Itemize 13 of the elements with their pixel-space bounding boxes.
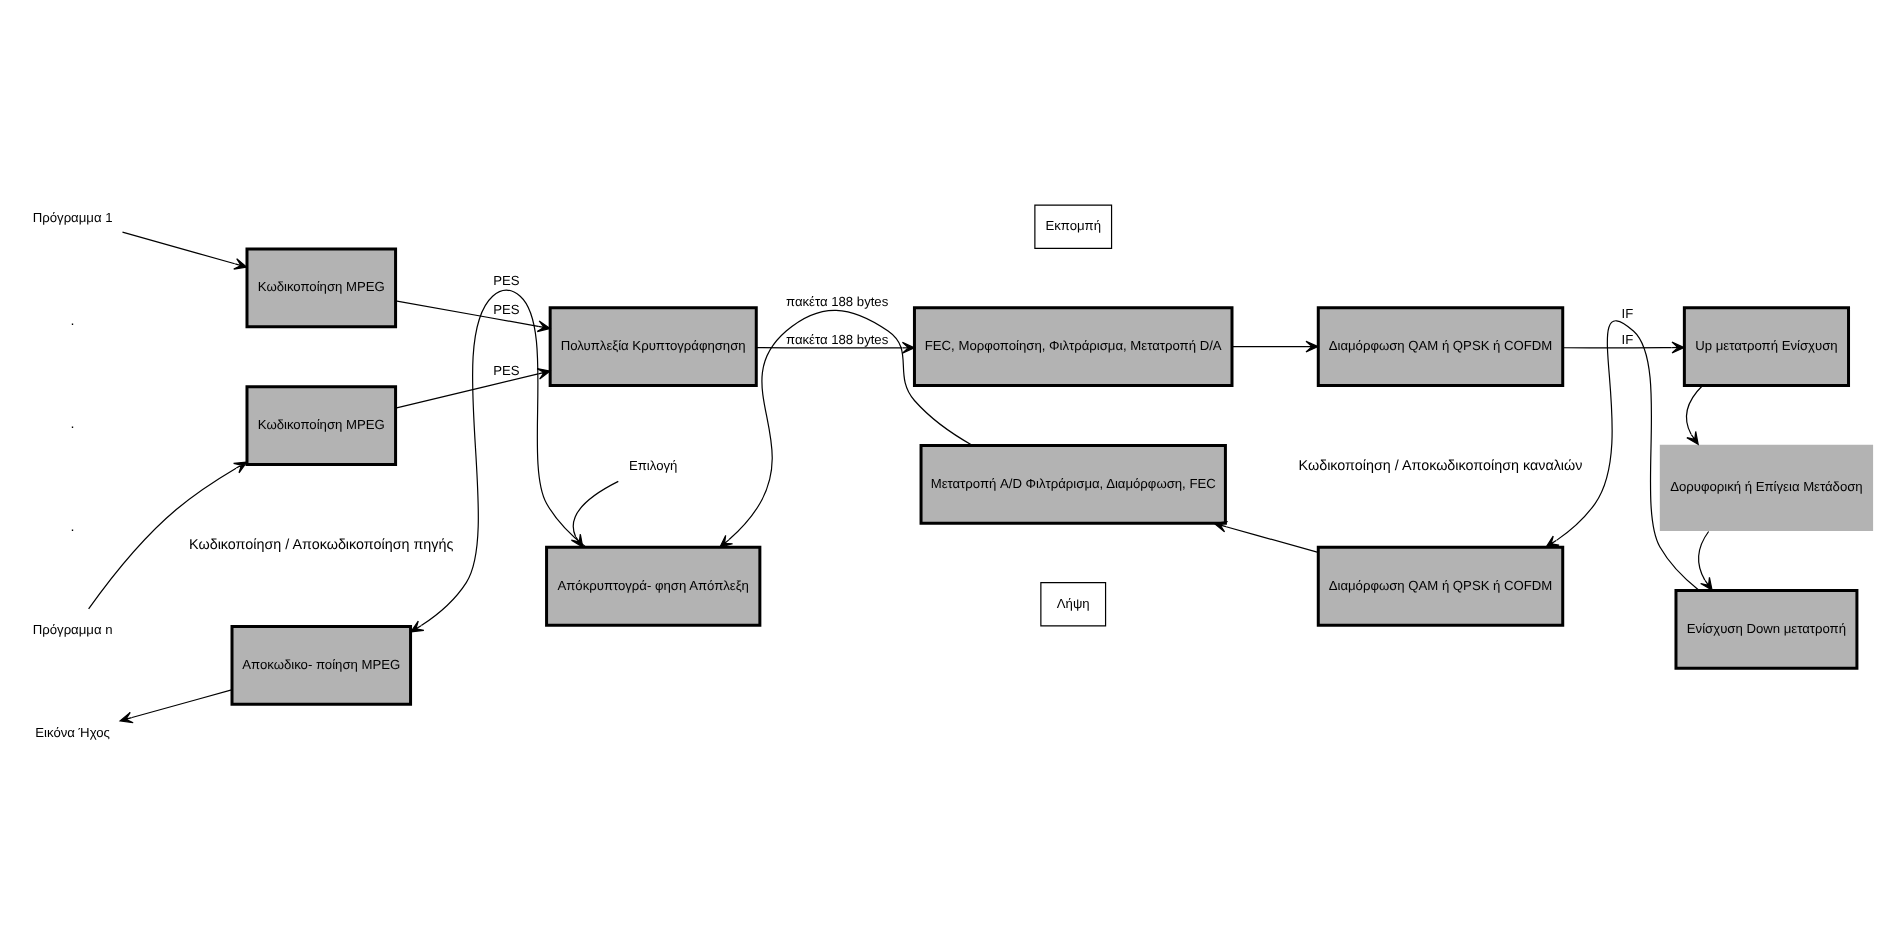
arrow — [1213, 519, 1319, 552]
arrow — [395, 367, 551, 408]
arrow — [88, 460, 248, 609]
arrow — [719, 308, 974, 547]
arrow — [1562, 340, 1685, 353]
arrow — [1698, 529, 1713, 590]
arrow — [1231, 339, 1319, 352]
arrow — [119, 688, 233, 723]
arrow — [756, 340, 915, 353]
arrow — [1685, 383, 1704, 444]
arrow — [121, 230, 248, 269]
arrow — [395, 299, 551, 332]
arrow — [1545, 319, 1700, 590]
